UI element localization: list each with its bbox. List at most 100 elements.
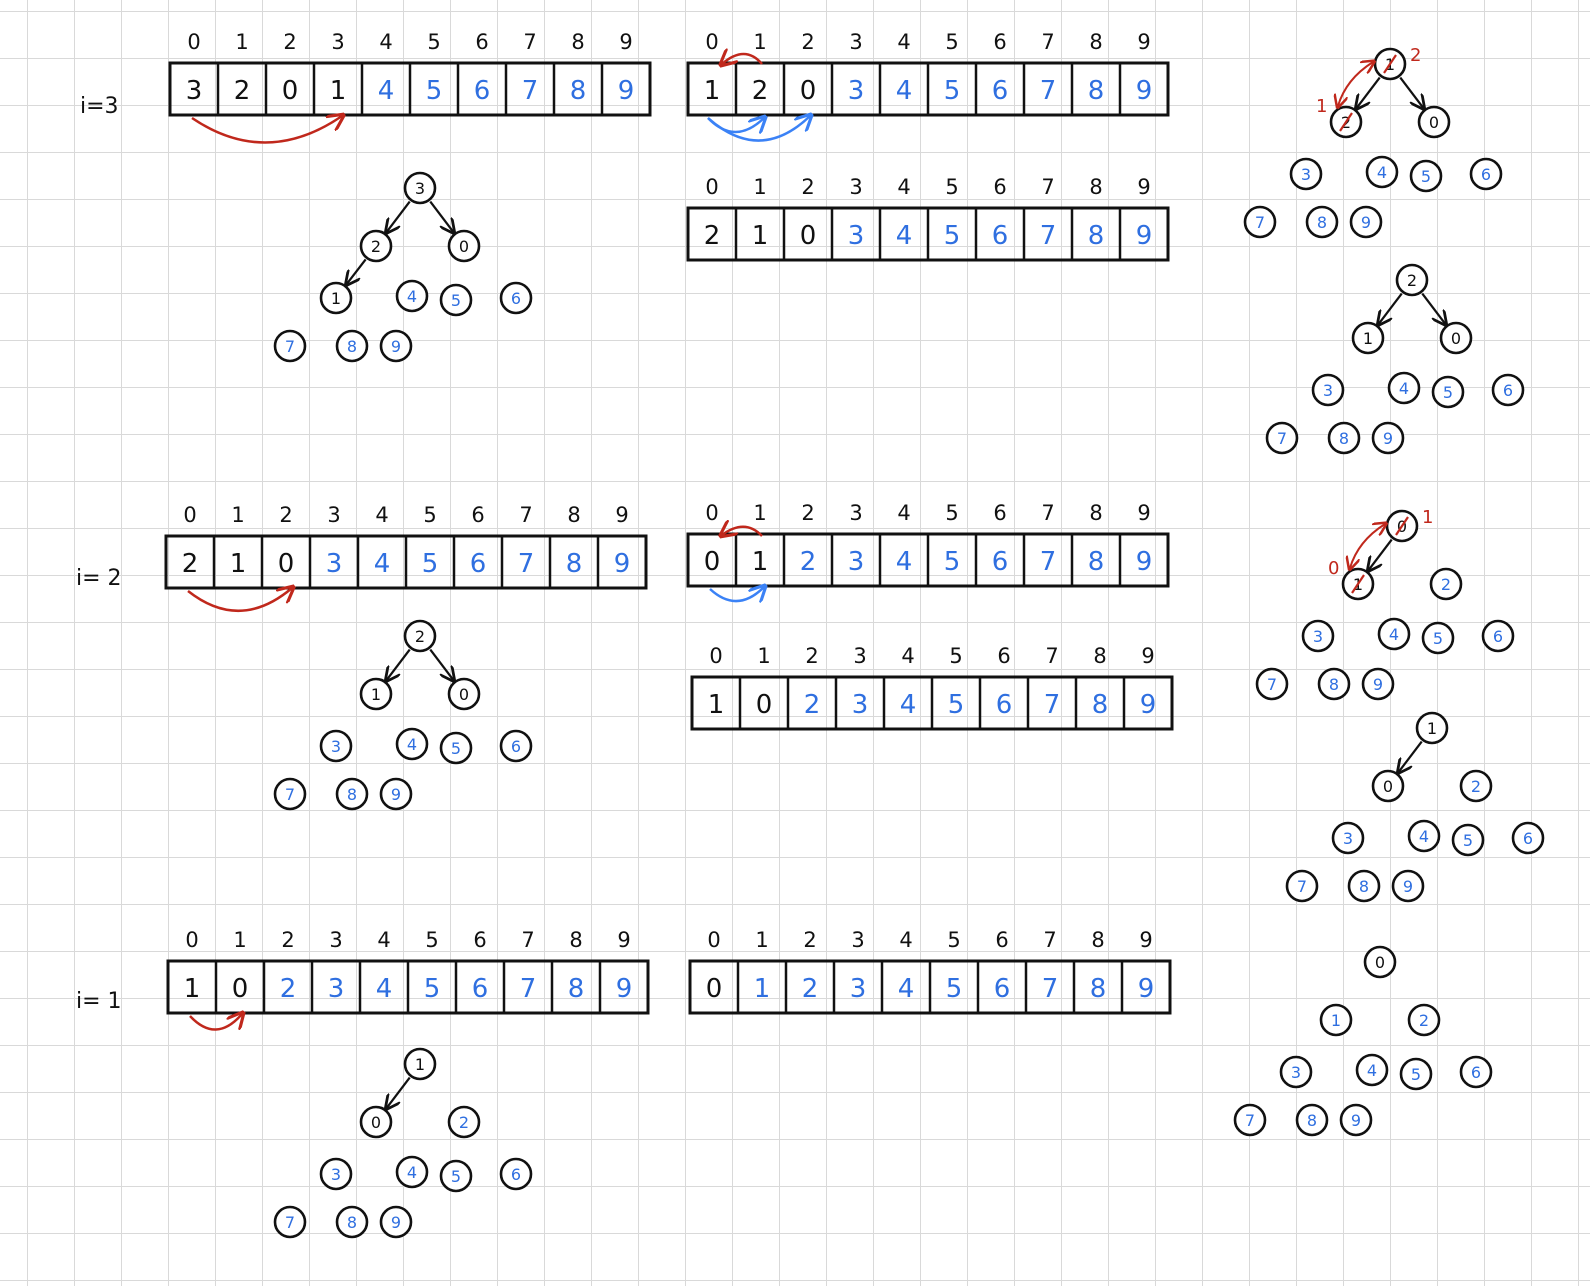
array-cell: 9 bbox=[1136, 221, 1153, 251]
tree-edge-arrow bbox=[387, 648, 411, 680]
tree-node bbox=[403, 1047, 437, 1081]
array-cell: 9 bbox=[1136, 76, 1153, 106]
array-cell: 1 bbox=[704, 76, 721, 106]
tree-node bbox=[447, 677, 481, 711]
tree-node bbox=[1289, 157, 1323, 191]
tree-node-value: 9 bbox=[1351, 1111, 1361, 1130]
array-cell: 7 bbox=[1040, 547, 1057, 577]
tree-node-value: 8 bbox=[347, 337, 357, 356]
index-label: 3 bbox=[327, 503, 340, 527]
index-label: 8 bbox=[1089, 175, 1102, 199]
index-label: 3 bbox=[849, 501, 862, 525]
array-cell: 3 bbox=[852, 690, 869, 720]
tree-node bbox=[319, 729, 353, 763]
array-cell: 7 bbox=[1040, 221, 1057, 251]
array-cell: 5 bbox=[946, 974, 963, 1004]
tree-node-value: 7 bbox=[1297, 877, 1307, 896]
tree-node bbox=[1255, 667, 1289, 701]
index-label: 3 bbox=[851, 928, 864, 952]
array-cell: 7 bbox=[522, 76, 539, 106]
index-label: 6 bbox=[475, 30, 488, 54]
index-label: 3 bbox=[853, 644, 866, 668]
index-label: 0 bbox=[185, 928, 198, 952]
tree-node bbox=[1265, 421, 1299, 455]
index-label: 1 bbox=[755, 928, 768, 952]
tree-node-value: 9 bbox=[391, 1213, 401, 1232]
tree-edge-arrow bbox=[347, 258, 367, 283]
index-label: 8 bbox=[569, 928, 582, 952]
array-cell: 0 bbox=[756, 690, 773, 720]
array-cell: 0 bbox=[800, 221, 817, 251]
array-cell: 3 bbox=[186, 76, 203, 106]
tree-node bbox=[1327, 421, 1361, 455]
tree-node bbox=[273, 1205, 307, 1239]
index-label: 4 bbox=[897, 501, 910, 525]
tree-node bbox=[1415, 711, 1449, 745]
tree-node bbox=[499, 729, 533, 763]
index-label: 8 bbox=[567, 503, 580, 527]
array-cell: 2 bbox=[234, 76, 251, 106]
tree-node bbox=[1279, 1055, 1313, 1089]
tree-swap-arrow bbox=[1350, 524, 1385, 568]
index-label: 2 bbox=[283, 30, 296, 54]
index-label: 1 bbox=[753, 30, 766, 54]
tree-node-value: 8 bbox=[347, 785, 357, 804]
tree-edge-arrow bbox=[1399, 76, 1423, 108]
tree-node bbox=[335, 777, 369, 811]
tree-node-value: 5 bbox=[451, 291, 461, 310]
tree-node-value: 2 bbox=[415, 627, 425, 646]
array-cell: 5 bbox=[944, 547, 961, 577]
index-label: 7 bbox=[521, 928, 534, 952]
index-label: 0 bbox=[709, 644, 722, 668]
index-label: 7 bbox=[1041, 30, 1054, 54]
tree-node-value: 7 bbox=[1267, 675, 1277, 694]
tree-node-value: 9 bbox=[1383, 429, 1393, 448]
array-cell: 4 bbox=[896, 76, 913, 106]
strike-mark bbox=[1383, 54, 1397, 74]
array-cell: 4 bbox=[900, 690, 917, 720]
tree-node bbox=[1377, 617, 1411, 651]
tree-node bbox=[379, 1205, 413, 1239]
index-label: 2 bbox=[805, 644, 818, 668]
tree-edge-arrow bbox=[387, 1076, 411, 1108]
tree-node-value: 6 bbox=[511, 737, 521, 756]
array-cell: 9 bbox=[1138, 974, 1155, 1004]
index-label: 5 bbox=[947, 928, 960, 952]
array-cell: 8 bbox=[1088, 76, 1105, 106]
tree-node-value: 8 bbox=[1329, 675, 1339, 694]
index-label: 4 bbox=[897, 175, 910, 199]
strike-mark bbox=[1395, 516, 1409, 536]
array-cell: 5 bbox=[944, 221, 961, 251]
tree-node bbox=[403, 171, 437, 205]
array-cell: 3 bbox=[848, 547, 865, 577]
tree-node bbox=[1481, 619, 1515, 653]
tree-node-value: 4 bbox=[407, 1163, 417, 1182]
tree-node bbox=[1399, 1057, 1433, 1091]
array-cell: 1 bbox=[752, 221, 769, 251]
tree-node-value: 1 bbox=[331, 289, 341, 308]
tree-annotation: 1 bbox=[1422, 507, 1433, 528]
tree-node-value: 7 bbox=[1245, 1111, 1255, 1130]
index-label: 9 bbox=[1137, 501, 1150, 525]
array-cell: 5 bbox=[944, 76, 961, 106]
tree-node bbox=[359, 1105, 393, 1139]
index-label: 1 bbox=[753, 501, 766, 525]
index-label: 3 bbox=[849, 175, 862, 199]
tree-node-value: 8 bbox=[1307, 1111, 1317, 1130]
tree-node-value: 5 bbox=[1463, 831, 1473, 850]
tree-node-value: 3 bbox=[1301, 165, 1311, 184]
index-label: 6 bbox=[997, 644, 1010, 668]
tree-node-value: 3 bbox=[1343, 829, 1353, 848]
index-label: 9 bbox=[619, 30, 632, 54]
array-cell: 6 bbox=[474, 76, 491, 106]
tree-node-value: 0 bbox=[1383, 777, 1393, 796]
index-label: 1 bbox=[235, 30, 248, 54]
index-label: 0 bbox=[707, 928, 720, 952]
row-label-i2: i= 2 bbox=[76, 566, 122, 591]
tree-node-value: 5 bbox=[1411, 1065, 1421, 1084]
array-cell: 7 bbox=[520, 974, 537, 1004]
